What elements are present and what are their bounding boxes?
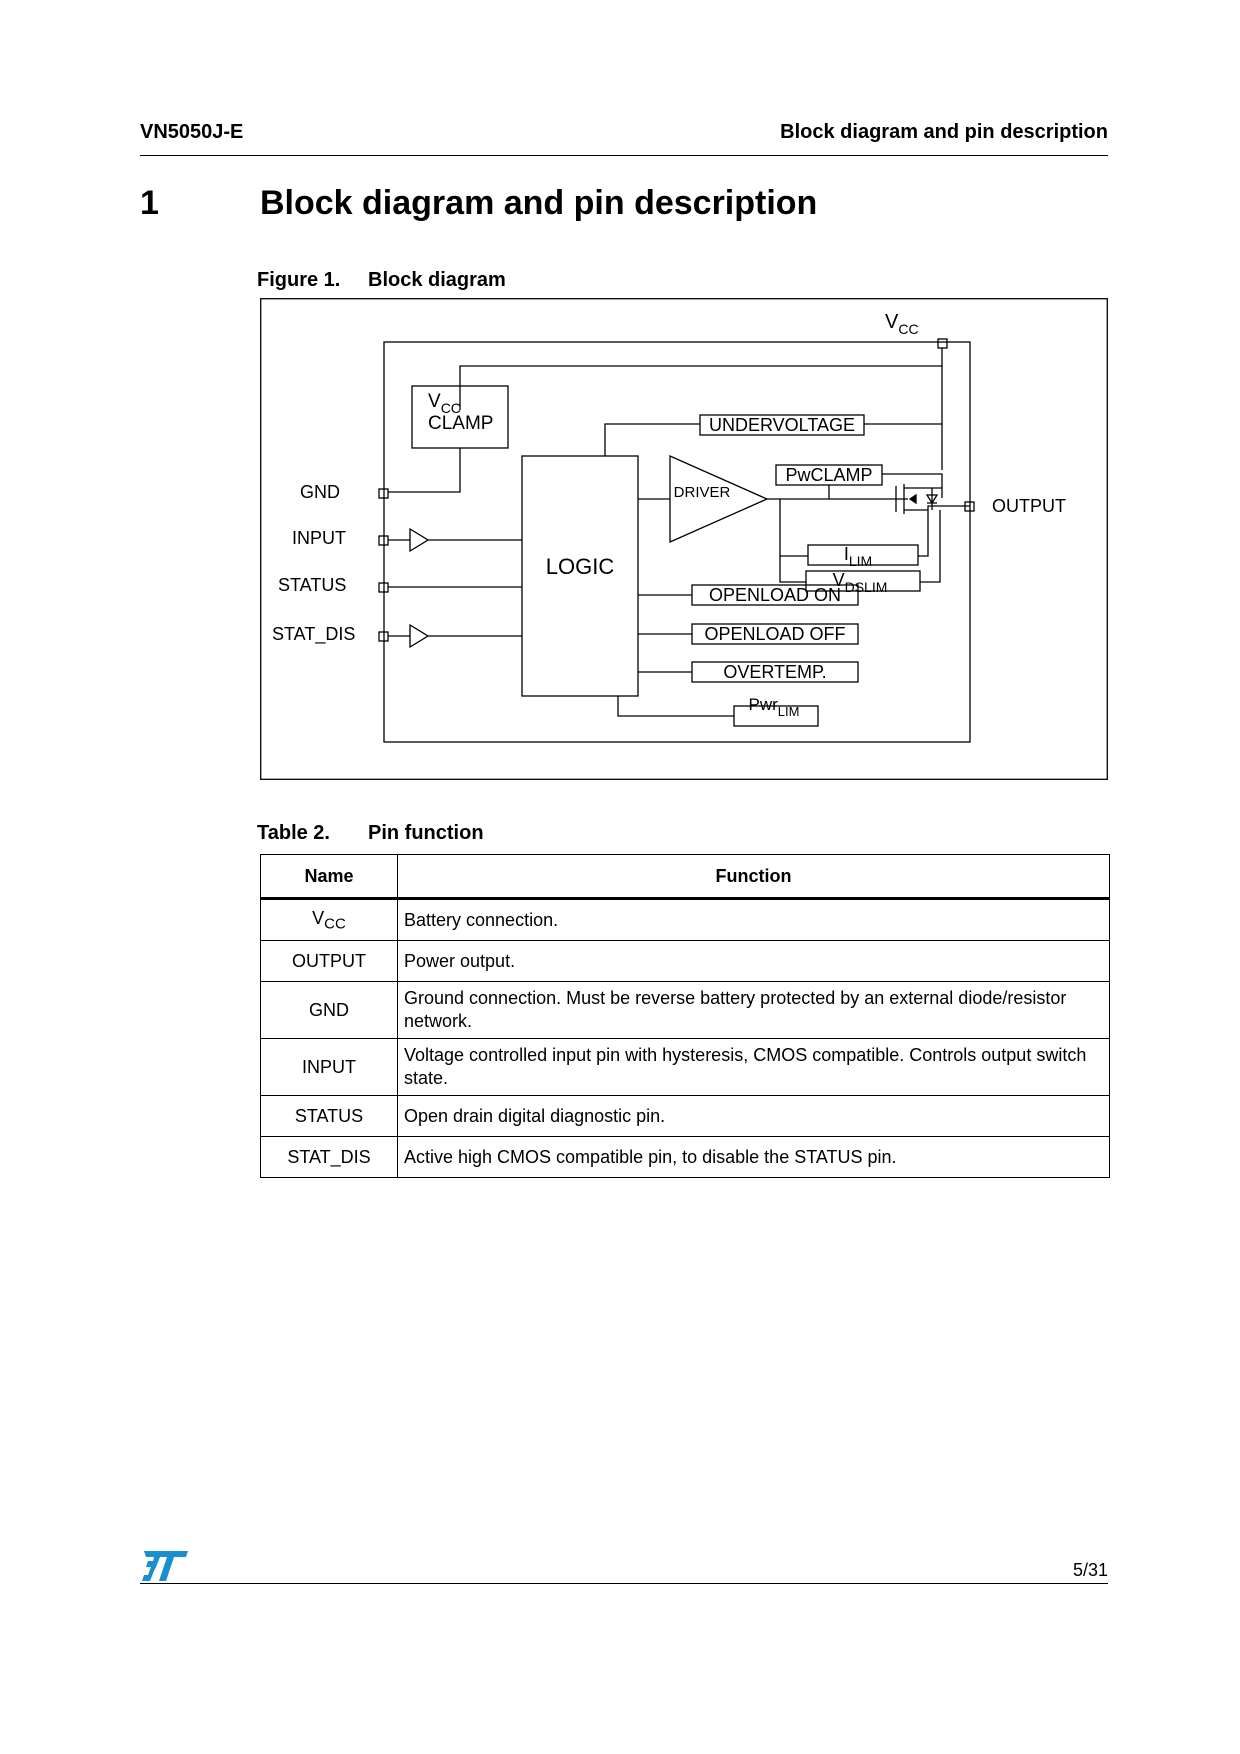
overtemp-label: OVERTEMP. xyxy=(723,662,826,682)
undervoltage-block xyxy=(699,414,865,436)
figure-frame xyxy=(260,298,1108,780)
input-buffer xyxy=(409,527,430,553)
pin-function: Open drain digital diagnostic pin. xyxy=(397,1095,1110,1137)
vcc-pin-label: VCC xyxy=(885,311,919,337)
pin-function: Battery connection. xyxy=(397,898,1110,941)
document-id: VN5050J-E xyxy=(140,121,244,143)
pin-function: Active high CMOS compatible pin, to disa… xyxy=(397,1136,1110,1178)
pin-name: VCC xyxy=(260,898,398,941)
table-row: STATUS Open drain digital diagnostic pin… xyxy=(260,1095,1110,1137)
table-row: OUTPUT Power output. xyxy=(260,940,1110,982)
pin-function: Power output. xyxy=(397,940,1110,982)
pin-function-table: Name Function VCC Battery connection. OU… xyxy=(260,854,1110,1178)
section-number: 1 xyxy=(140,184,159,222)
pwrlim-block xyxy=(733,705,819,727)
gnd-pin xyxy=(378,488,389,499)
gnd-label: GND xyxy=(300,482,340,502)
pin-name: INPUT xyxy=(260,1038,398,1096)
table-row: VCC Battery connection. xyxy=(260,898,1110,941)
vcc-pin xyxy=(937,338,948,349)
driver-label: DRIVER xyxy=(674,484,731,501)
package-outline xyxy=(383,341,971,743)
stat-dis-buffer xyxy=(409,623,430,649)
undervoltage-label: UNDERVOLTAGE xyxy=(709,415,855,435)
ilim-label: ILIM xyxy=(844,544,872,569)
name-column-header: Name xyxy=(260,854,398,900)
pin-function: Voltage controlled input pin with hyster… xyxy=(397,1038,1110,1096)
openload-on-block xyxy=(691,584,859,606)
footer-rule xyxy=(140,1583,1108,1584)
block-diagram: VCC VCC CLAMP UNDERVOLTAGE PwCLAMP DRIVE… xyxy=(260,298,1108,780)
page-number: 5/31 xyxy=(1072,1560,1108,1580)
status-label: STATUS xyxy=(278,575,346,595)
input-label: INPUT xyxy=(292,528,346,548)
section-title: Block diagram and pin description xyxy=(260,184,818,222)
function-column-header: Function xyxy=(397,854,1110,900)
st-logo-icon xyxy=(142,1551,188,1581)
pin-name: OUTPUT xyxy=(260,940,398,982)
pin-name: STAT_DIS xyxy=(260,1136,398,1178)
table-row: STAT_DIS Active high CMOS compatible pin… xyxy=(260,1136,1110,1178)
logic-label: LOGIC xyxy=(546,554,615,579)
openload-off-block xyxy=(691,623,859,645)
output-label: OUTPUT xyxy=(992,496,1066,516)
pin-function: Ground connection. Must be reverse batte… xyxy=(397,981,1110,1039)
vdslim-block xyxy=(805,570,921,592)
table-row: INPUT Voltage controlled input pin with … xyxy=(260,1038,1110,1096)
vdslim-label: VDSLIM xyxy=(833,570,888,595)
running-header-title: Block diagram and pin description xyxy=(780,121,1108,143)
figure-label: Figure 1. xyxy=(257,269,341,291)
table-label: Table 2. xyxy=(257,822,330,844)
clamp-label: CLAMP xyxy=(428,413,493,434)
overtemp-block xyxy=(691,661,859,683)
openload-on-label: OPENLOAD ON xyxy=(709,585,841,605)
table-caption: Pin function xyxy=(368,822,484,844)
table-row: GND Ground connection. Must be reverse b… xyxy=(260,981,1110,1039)
ilim-block xyxy=(807,544,919,566)
pwclamp-label: PwCLAMP xyxy=(785,465,872,485)
pin-name: STATUS xyxy=(260,1095,398,1137)
stat-dis-label: STAT_DIS xyxy=(272,624,355,645)
pwrlim-label: PwrLIM xyxy=(749,695,800,719)
header-rule xyxy=(140,155,1108,156)
logic-block xyxy=(521,455,639,697)
openload-off-label: OPENLOAD OFF xyxy=(704,624,845,644)
figure-caption: Block diagram xyxy=(368,269,506,291)
pin-name: GND xyxy=(260,981,398,1039)
vcc-clamp-label: VCC xyxy=(428,391,461,416)
